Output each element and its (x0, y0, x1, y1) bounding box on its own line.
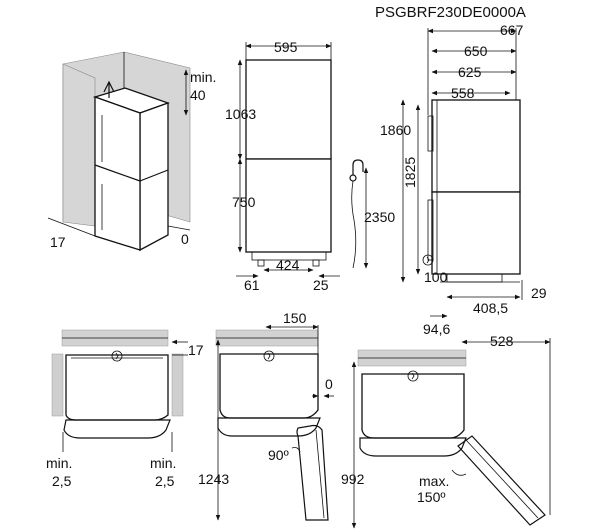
front-width: 595 (274, 39, 298, 55)
foot-right: 29 (531, 285, 547, 301)
plan-view-left: 17 min. 2,5 min. 2,5 (46, 329, 204, 489)
depth-625: 625 (458, 64, 482, 80)
side-height-body: 1825 (402, 157, 418, 188)
open-door (296, 424, 329, 521)
upper-height: 1063 (225, 106, 256, 122)
plan-view-right: 528 992 max. 150º (341, 333, 551, 529)
left-min-value: 2,5 (52, 473, 72, 489)
model-code: PSGBRF230DE0000A (375, 4, 526, 21)
plan-view-middle: 150 0 90º 1243 (198, 310, 334, 521)
door-angle: 90º (268, 447, 289, 463)
depth-558: 558 (451, 85, 475, 101)
right-min-value: 2,5 (155, 473, 175, 489)
wall-side (62, 63, 96, 227)
right-wall (171, 353, 184, 417)
fridge-front (139, 102, 169, 252)
side-view: 667 650 625 558 1860 1825 100 408,5 29 9… (380, 22, 547, 337)
max-angle-label: max. (419, 473, 449, 489)
up-arrow-icon (103, 80, 115, 98)
fridge-lower-door (245, 158, 332, 253)
open-depth: 992 (341, 471, 365, 487)
power-socket-icon (407, 370, 419, 382)
isometric-view: min. 40 17 0 (47, 51, 216, 252)
foot-depth: 408,5 (473, 300, 508, 316)
plug-icon (349, 159, 364, 182)
left-wall (51, 353, 64, 417)
max-angle-value: 150º (417, 489, 445, 505)
left-foot: 61 (244, 277, 260, 293)
depth-667: 667 (500, 22, 524, 38)
open-door (457, 435, 546, 526)
side-height-total: 1860 (380, 122, 411, 138)
front-view: 595 1063 750 424 61 25 2350 (225, 39, 395, 293)
side-gap: 0 (325, 376, 333, 392)
power-socket-icon (263, 350, 275, 362)
power-socket-icon (422, 254, 434, 266)
cable-length: 2350 (364, 209, 395, 225)
left-min-label: min. (46, 455, 72, 471)
socket-height: 100 (424, 269, 448, 285)
depth-650: 650 (464, 43, 488, 59)
top-clearance-value: 40 (190, 87, 206, 103)
rear-gap: 17 (188, 342, 204, 358)
power-socket-icon (111, 350, 123, 362)
hinge-offset: 150 (283, 310, 307, 326)
right-min-label: min. (150, 455, 176, 471)
fridge-side-upper (431, 99, 521, 193)
right-clearance-value: 0 (181, 231, 189, 247)
fridge-side-lower (431, 191, 521, 275)
inner-width: 424 (276, 257, 300, 273)
total-depth-open: 1243 (198, 471, 229, 487)
right-foot: 25 (313, 277, 329, 293)
left-clearance-value: 17 (50, 234, 66, 250)
top-clearance-min: min. (190, 69, 216, 85)
fridge-upper-door (245, 59, 332, 160)
foot-left: 94,6 (423, 321, 450, 337)
lower-height: 750 (232, 194, 256, 210)
open-width: 528 (490, 333, 514, 349)
